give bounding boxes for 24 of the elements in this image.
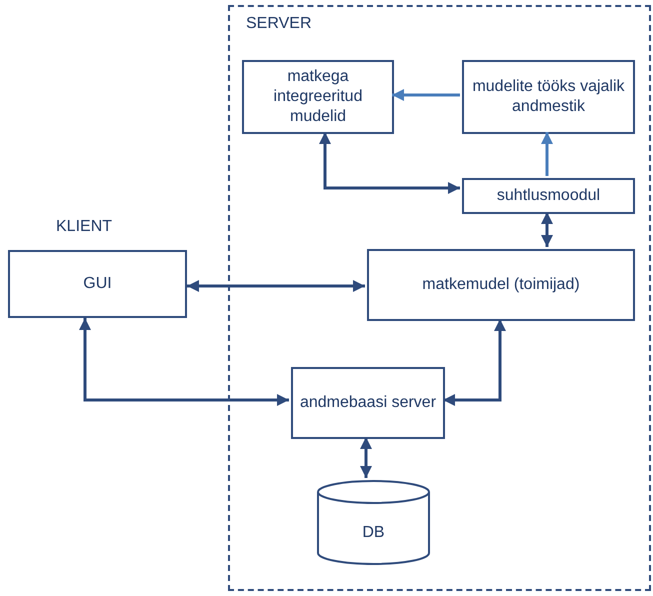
process-box (242, 60, 394, 134)
arrow (541, 132, 553, 176)
node-label: andmebaasi server (298, 393, 438, 413)
arrow (541, 212, 553, 247)
arrow (392, 89, 460, 101)
process-box (462, 60, 635, 134)
database-cylinder (317, 480, 430, 565)
arrow (360, 437, 372, 478)
node-label: suhtlusmoodul (496, 186, 602, 206)
arrow (187, 280, 365, 292)
node-label: matkemudel (toimijad) (421, 275, 581, 295)
arrow (319, 132, 460, 194)
node-heading: KLIENT (56, 218, 112, 236)
node-label: matkega integreeritud mudelid (272, 67, 364, 127)
process-box (291, 367, 445, 439)
process-box (462, 178, 635, 214)
process-box (367, 249, 635, 321)
node-label: DB (361, 523, 386, 543)
arrow (443, 319, 506, 406)
node-label: mudelite tööks vajalik andmestik (471, 77, 626, 117)
region-label: SERVER (246, 15, 312, 33)
dashed-region (228, 5, 651, 591)
node-label: GUI (82, 274, 113, 294)
arrow (79, 318, 289, 406)
